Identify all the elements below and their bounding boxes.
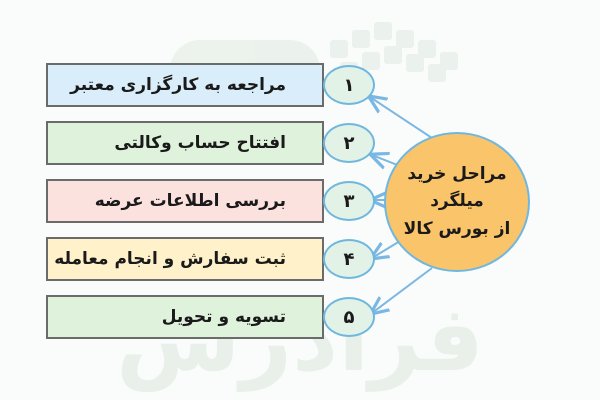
step-box-5: تسویه و تحویل <box>46 295 324 339</box>
center-title-line-1: مراحل خرید <box>407 164 507 185</box>
step-label-2: افتتاح حساب وکالتی <box>114 133 286 153</box>
arrow-to-step-1 <box>370 97 433 139</box>
step-box-1: مراجعه به کارگزاری معتبر <box>46 63 324 107</box>
center-title-circle: مراحل خرید میلگرد از بورس کالا <box>384 132 530 272</box>
step-number-5: ۵ <box>323 297 375 337</box>
step-box-2: افتتاح حساب وکالتی <box>46 121 324 165</box>
center-title-line-3: از بورس کالا <box>403 218 511 239</box>
step-number-3: ۳ <box>323 181 375 221</box>
step-number-1: ۱ <box>323 65 375 105</box>
step-number-4: ۴ <box>323 239 375 279</box>
step-label-4: ثبت سفارش و انجام معامله <box>54 249 286 269</box>
center-title-line-2: میلگرد <box>430 191 484 212</box>
step-label-3: بررسی اطلاعات عرضه <box>94 191 286 211</box>
step-label-1: مراجعه به کارگزاری معتبر <box>70 75 286 95</box>
step-label-5: تسویه و تحویل <box>161 307 286 327</box>
step-box-3: بررسی اطلاعات عرضه <box>46 179 324 223</box>
arrow-to-step-5 <box>372 267 433 313</box>
step-box-4: ثبت سفارش و انجام معامله <box>46 237 324 281</box>
step-number-2: ۲ <box>323 123 375 163</box>
